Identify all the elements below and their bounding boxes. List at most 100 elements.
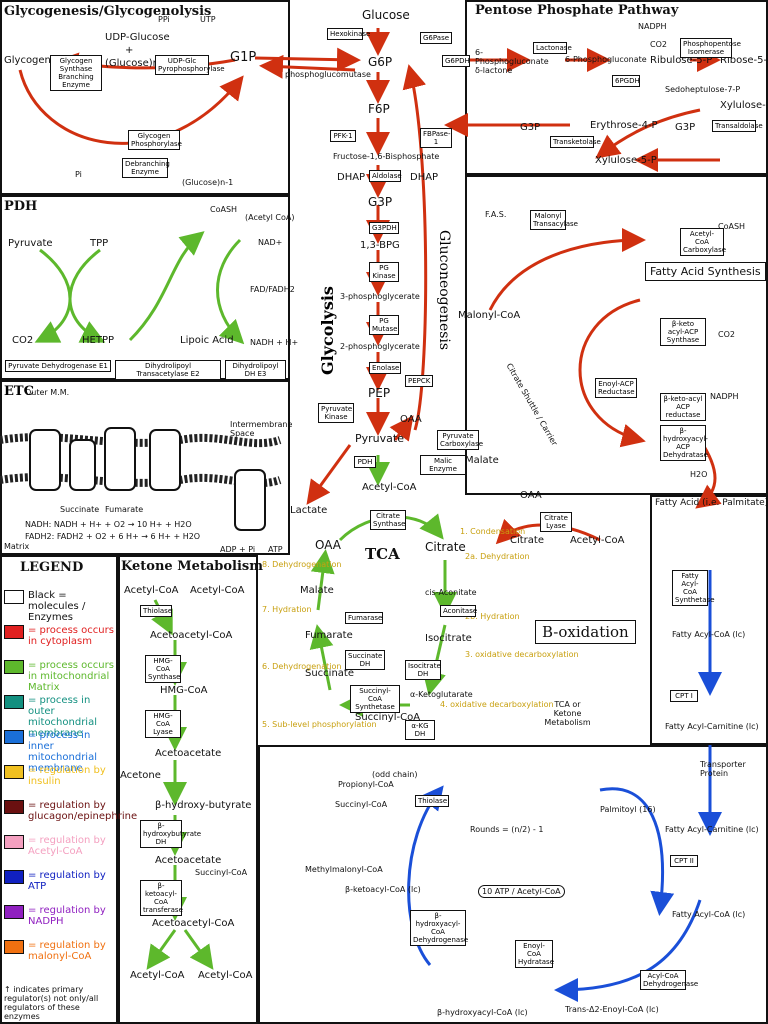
ketone-acetyl-3: Acetyl-CoA — [130, 970, 185, 981]
etc-matrix: Matrix — [4, 542, 30, 551]
pdh-acetyl: (Acetyl CoA) — [245, 213, 295, 222]
etc-fum: Fumarate — [105, 505, 144, 514]
erythrose-label: Erythrose-4-P — [590, 120, 658, 131]
fa-co2: CO2 — [718, 330, 735, 339]
glycogen-label: Glycogen — [4, 55, 51, 66]
beta-cpt2-box: CPT II — [670, 855, 698, 867]
tca-scs-box: Succinyl-CoA Synthetase — [350, 685, 400, 713]
legend-swatch — [4, 905, 24, 919]
tca-aconitase-box: Aconitase — [440, 605, 477, 617]
sedo-label: Sedoheptulose-7-P — [665, 85, 741, 94]
arrow-tca-5 — [309, 624, 334, 691]
panel-pentose — [465, 0, 768, 175]
beta-rounds: Rounds = (n/2) - 1 — [470, 825, 544, 834]
tca-malate: Malate — [300, 585, 334, 596]
beta-atp-count: 10 ATP / Acetyl-CoA — [478, 885, 565, 898]
tca-condensation: 1. Condensation — [460, 527, 526, 536]
malate-label: Malate — [465, 455, 499, 466]
beta-transporter: Transporter Protein — [700, 760, 746, 778]
arrow-g6p-g1p — [259, 54, 356, 79]
beta-methylmalonyl: Methylmalonyl-CoA — [305, 865, 383, 874]
arrow-pyr-lactate — [306, 444, 352, 505]
fa-citrate-lyase-box: Citrate Lyase — [540, 512, 572, 532]
beta-palmitoyl: Palmitoyl (16) — [600, 805, 656, 814]
tca-dehydrog-8: 8. Dehydrogenation — [262, 560, 342, 569]
ketone-hmg-synth-box: HMG-CoA Synthase — [145, 655, 181, 683]
arrow-beta-cycle — [554, 899, 702, 1002]
tca-cs-box: Citrate Synthase — [370, 510, 406, 530]
ketone-acetoacetate: Acetoacetate — [155, 748, 222, 759]
fa-dehydratase-box: β-hydroxyacyl-ACP Dehydratase — [660, 425, 708, 461]
pyruvate-kinase-box: Pyruvate Kinase — [318, 403, 354, 423]
etc-outer: Outer M.M. — [25, 388, 70, 397]
dhap-label-2: DHAP — [410, 172, 439, 183]
g6pase-box: G6Pase — [420, 32, 452, 44]
fa-oaa: OAA — [520, 490, 542, 501]
legend-item: = regulation by malonyl-CoA — [4, 940, 114, 962]
plus-label: + — [125, 45, 134, 56]
pdh-e1-box: Pyruvate Dehydrogenase E1 — [5, 360, 111, 372]
xylulose-label-1: Xylulose-5-P — [720, 100, 768, 111]
fa-nadph: NADPH — [710, 392, 739, 401]
tca-oxdecarb-1: 3. oxidative decarboxylation — [465, 650, 579, 659]
title-fa-synth: Fatty Acid Synthesis — [645, 262, 766, 281]
3pg-label: 3-phosphoglycerate — [340, 292, 420, 301]
legend-label: = process occurs in cytoplasm — [28, 625, 114, 647]
legend-swatch — [4, 695, 24, 709]
pi-label: Pi — [75, 170, 82, 179]
legend-label: = process in inner mitochondrial membran… — [28, 730, 97, 774]
legend-item: = regulation by ATP — [4, 870, 114, 892]
title-glycolysis: Glycolysis — [318, 286, 337, 375]
legend-item: = process in outer mitochondrial membran… — [4, 695, 114, 739]
ribose-label: Ribose-5-P — [720, 55, 768, 66]
ketone-bhb-dh-box: β-hydroxybutyrate DH — [140, 820, 201, 848]
legend-label: = regulation by malonyl-CoA — [28, 940, 106, 962]
arrow-pyr-oaa — [389, 415, 414, 442]
glucose-label: Glucose — [362, 8, 410, 22]
panel-fa-synth — [465, 175, 768, 495]
title-gluconeogenesis: Gluconeogenesis — [436, 230, 452, 351]
panel-legend — [0, 555, 118, 1024]
tca-dehydration: 2a. Dehydration — [465, 552, 530, 561]
etc-atp: ATP — [268, 545, 283, 554]
legend-swatch — [4, 800, 24, 814]
ppp-co2-label: CO2 — [650, 40, 667, 49]
bpg-label: 1,3-BPG — [360, 240, 400, 251]
beta-enoyl-hyd-box: Enoyl-CoA Hydratase — [515, 940, 554, 968]
tca-idh-box: Isocitrate DH — [405, 660, 441, 680]
legend-item: = regulation by NADPH — [4, 905, 114, 927]
panel-glycogen — [0, 0, 290, 195]
title-legend: LEGEND — [20, 560, 84, 575]
ketone-acetone: Acetone — [120, 770, 161, 781]
utp-label: UTP — [200, 15, 216, 24]
debranching-box: Debranching Enzyme — [122, 158, 170, 178]
udp-phos-box: UDP-Glc Pyrophosphorylase — [155, 55, 225, 75]
pdh-fad: FAD/FADH2 — [250, 285, 295, 294]
arrow-gluconeo — [402, 64, 428, 431]
title-glycogen: Glycogenesis/Glycogenolysis — [4, 4, 212, 19]
etc-intermem: Intermembrane Space — [230, 420, 293, 438]
udp-glucose-label: UDP-Glucose — [105, 32, 170, 43]
2pg-label: 2-phosphoglycerate — [340, 342, 420, 351]
pfk1-box: PFK-1 — [330, 130, 356, 142]
arrow-g1p-g6p — [254, 47, 361, 72]
beta-odd-chain: (odd chain) — [372, 770, 418, 779]
etc-complex-1 — [29, 429, 61, 491]
lactonase-box: Lactonase — [533, 42, 572, 54]
arrow-beta-top — [599, 787, 675, 916]
beta-acyl-dh-box: Acyl-CoA Dehydrogenase — [640, 970, 698, 990]
legend-swatch — [4, 765, 24, 779]
lactate-label: Lactate — [290, 505, 328, 516]
fa-fas: F.A.S. — [485, 210, 507, 219]
title-etc: ETC — [4, 384, 34, 399]
tca-oxdecarb-2: 4. oxidative decarboxylation — [440, 700, 554, 709]
etc-complex-2 — [69, 439, 96, 491]
ketone-acetyl-2: Acetyl-CoA — [190, 585, 245, 596]
etc-atp-synthase — [234, 469, 266, 531]
pyruvate-label: Pyruvate — [355, 432, 404, 445]
transaldolase-box: Transaldolase — [712, 120, 763, 132]
fa-coash: CoASH — [718, 222, 746, 231]
beta-acyl-coa: Fatty Acyl-CoA (lc) — [672, 630, 746, 639]
arrow-ketone-8 — [183, 929, 214, 970]
